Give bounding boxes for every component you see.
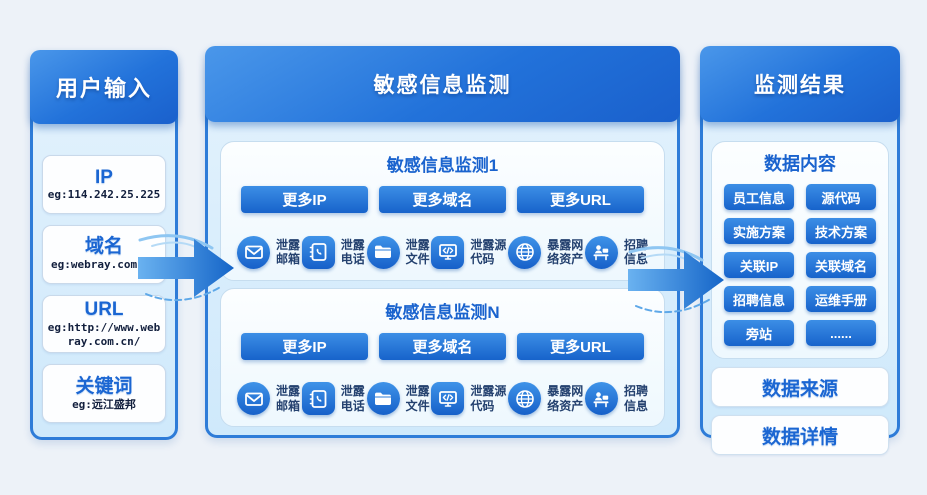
phone-book-icon: [301, 382, 335, 415]
monitoring-title: 敏感信息监测: [373, 74, 512, 97]
input-example-domain: eg:webray.com.cn: [51, 258, 157, 272]
recruitment-info-button[interactable]: 招聘信息: [724, 286, 794, 312]
phone-book-icon: [301, 235, 335, 269]
recruitment-icon: [584, 235, 618, 269]
leaked-source-label: 泄露源 代码: [470, 237, 507, 266]
source-code-button[interactable]: 源代码: [806, 184, 876, 210]
user-input-panel: IP eg:114.242.25.225 域名 eg:webray.com.cn…: [30, 50, 178, 440]
recruitment-icon: [584, 382, 618, 415]
monitoring-panel: 敏感信息监测1 更多IP 更多域名 更多URL 泄露 邮箱 泄露 电: [205, 46, 680, 438]
source-code-icon: [431, 235, 465, 269]
data-source-card[interactable]: 数据来源: [711, 367, 889, 407]
user-input-header: 用户输入: [30, 50, 178, 124]
leaked-email-label: 泄露 邮箱: [276, 237, 301, 266]
leaked-phone-label: 泄露 电话: [340, 237, 365, 266]
monitor-section-n-title: 敏感信息监测N: [385, 302, 500, 322]
more-ip-button[interactable]: 更多IP: [241, 332, 368, 360]
flow-arrow-right: [628, 246, 724, 314]
input-label-url: URL: [84, 299, 124, 321]
leaked-source-label: 泄露源 代码: [470, 384, 507, 413]
leaked-phone-label: 泄露 电话: [340, 384, 365, 413]
more-ellipsis-button[interactable]: ......: [806, 320, 876, 346]
leaked-file-label: 泄露 文件: [405, 237, 430, 266]
input-card-url: URL eg:http://www.webray.com.cn/: [42, 294, 166, 354]
related-ip-button[interactable]: 关联IP: [724, 252, 794, 278]
source-code-icon: [431, 382, 465, 415]
input-example-url: eg:http://www.webray.com.cn/: [47, 321, 161, 348]
more-url-button[interactable]: 更多URL: [517, 332, 644, 360]
input-example-ip: eg:114.242.25.225: [47, 188, 161, 202]
exposed-assets-label: 暴露网 络资产: [547, 237, 584, 266]
leaked-phone-item: 泄露 电话: [301, 235, 365, 269]
leaked-email-label: 泄露 邮箱: [276, 384, 301, 413]
more-domain-button[interactable]: 更多域名: [379, 332, 506, 360]
input-example-keyword: eg:远江盛邦: [72, 397, 136, 411]
leaked-source-item: 泄露源 代码: [431, 382, 506, 415]
exposed-assets-item: 暴露网 络资产: [508, 235, 584, 269]
globe-icon: [508, 235, 542, 269]
exposed-assets-item: 暴露网 络资产: [508, 382, 583, 415]
recruit-info-item: 招聘 信息: [584, 382, 648, 415]
implementation-plan-button[interactable]: 实施方案: [724, 218, 794, 244]
input-label-ip: IP: [95, 166, 113, 188]
exposed-assets-label: 暴露网 络资产: [547, 384, 584, 413]
monitor-section-1-items: 泄露 邮箱 泄露 电话 泄露 文件 泄露源 代码: [237, 230, 648, 271]
leaked-file-item: 泄露 文件: [366, 235, 430, 269]
envelope-icon: [237, 382, 270, 415]
input-label-keyword: 关键词: [75, 375, 133, 397]
leaked-phone-item: 泄露 电话: [301, 382, 365, 415]
globe-icon: [508, 382, 542, 415]
monitor-section-1-title: 敏感信息监测1: [386, 156, 499, 175]
data-content-grid: 员工信息 源代码 实施方案 技术方案 关联IP 关联域名 招聘信息 运维手册 旁…: [722, 184, 878, 348]
leaked-email-item: 泄露 邮箱: [237, 382, 300, 415]
results-header: 监测结果: [700, 46, 900, 122]
recruit-info-label: 招聘 信息: [623, 384, 648, 413]
more-url-button[interactable]: 更多URL: [517, 186, 644, 213]
flow-arrow-left: [138, 234, 234, 302]
monitor-section-1: 敏感信息监测1 更多IP 更多域名 更多URL 泄露 邮箱 泄露 电: [220, 141, 665, 281]
folder-icon: [366, 382, 400, 415]
monitor-section-1-buttons: 更多IP 更多域名 更多URL: [237, 186, 648, 213]
data-content-card: 数据内容 员工信息 源代码 实施方案 技术方案 关联IP 关联域名 招聘信息 运…: [711, 141, 889, 359]
side-site-button[interactable]: 旁站: [724, 320, 794, 346]
monitor-section-n-buttons: 更多IP 更多域名 更多URL: [237, 332, 648, 360]
leaked-file-label: 泄露 文件: [405, 384, 430, 413]
input-card-keyword: 关键词 eg:远江盛邦: [42, 364, 166, 423]
employee-info-button[interactable]: 员工信息: [724, 184, 794, 210]
input-label-domain: 域名: [84, 236, 123, 258]
monitor-section-n: 敏感信息监测N 更多IP 更多域名 更多URL 泄露 邮箱 泄露 电: [220, 287, 665, 427]
more-domain-button[interactable]: 更多域名: [379, 186, 506, 213]
data-content-title: 数据内容: [764, 154, 836, 174]
envelope-icon: [237, 235, 270, 269]
ops-manual-button[interactable]: 运维手册: [806, 286, 876, 312]
leaked-source-item: 泄露源 代码: [431, 235, 507, 269]
monitoring-header: 敏感信息监测: [205, 46, 680, 122]
folder-icon: [366, 235, 400, 269]
monitor-section-n-items: 泄露 邮箱 泄露 电话 泄露 文件 泄露源 代码: [237, 376, 648, 417]
leaked-email-item: 泄露 邮箱: [237, 235, 301, 269]
results-title: 监测结果: [754, 74, 846, 97]
more-ip-button[interactable]: 更多IP: [241, 186, 368, 213]
technical-plan-button[interactable]: 技术方案: [806, 218, 876, 244]
user-input-title: 用户输入: [55, 76, 152, 101]
data-detail-card[interactable]: 数据详情: [711, 415, 889, 455]
input-card-ip: IP eg:114.242.25.225: [42, 155, 166, 214]
leaked-file-item: 泄露 文件: [366, 382, 430, 415]
results-panel: 数据内容 员工信息 源代码 实施方案 技术方案 关联IP 关联域名 招聘信息 运…: [700, 46, 900, 455]
related-domain-button[interactable]: 关联域名: [806, 252, 876, 278]
